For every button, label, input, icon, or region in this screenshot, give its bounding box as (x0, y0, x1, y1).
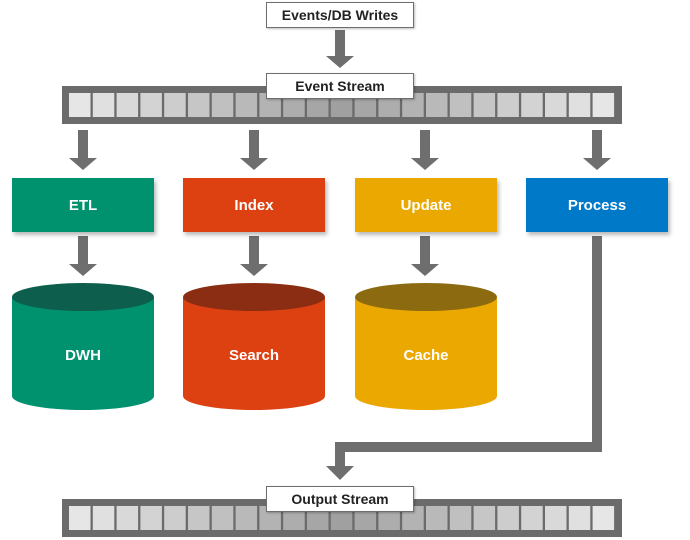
output-stream-cell (307, 506, 329, 530)
event-stream-cell (259, 93, 281, 117)
output-stream-cell (235, 506, 258, 530)
event-stream-cell (188, 93, 210, 117)
input-label: Events/DB Writes (266, 2, 414, 28)
flow-arrows (69, 30, 611, 480)
store-cylinder-body (183, 297, 325, 410)
event-stream-cell (449, 93, 472, 117)
store-cylinder-top (183, 283, 325, 311)
index-processor-label: Index (234, 196, 274, 214)
process-processor: Process (526, 178, 668, 232)
event-stream-cell (473, 93, 496, 117)
output-stream-cell (92, 506, 115, 530)
processor-to-store-arrow (240, 236, 268, 276)
store-cylinder-top (355, 283, 497, 311)
etl-processor: ETL (12, 178, 154, 232)
output-stream-cell (473, 506, 496, 530)
input-arrow (326, 30, 354, 68)
output-stream-label: Output Stream (266, 486, 414, 512)
processor-to-store-arrow (411, 236, 439, 276)
output-stream-cell (211, 506, 234, 530)
event-stream-cell (235, 93, 258, 117)
update-processor-label: Update (400, 196, 452, 214)
data-stores (12, 283, 497, 410)
stream-to-processor-arrow (411, 130, 439, 170)
event-stream-cell (497, 93, 519, 117)
stream-to-processor-arrow (240, 130, 268, 170)
update-processor: Update (355, 178, 497, 232)
processor-to-store-arrow (69, 236, 97, 276)
output-stream-cell (521, 506, 543, 530)
event-stream-cell (354, 93, 377, 117)
event-stream-cell (521, 93, 543, 117)
event-stream-cell (116, 93, 139, 117)
event-stream-label: Event Stream (266, 73, 414, 99)
event-stream-cell (211, 93, 234, 117)
dwh-store-label: DWH (65, 347, 101, 364)
output-stream-cell (449, 506, 472, 530)
output-stream-cell (402, 506, 424, 530)
output-stream-cell (259, 506, 281, 530)
stream-to-processor-arrow (69, 130, 97, 170)
store-cylinder-body (355, 297, 497, 410)
event-stream-cell (307, 93, 329, 117)
output-stream-cell (354, 506, 377, 530)
output-stream-cell (330, 506, 353, 530)
event-stream-cell (330, 93, 353, 117)
store-cylinder-body (12, 297, 154, 410)
output-stream-cell (188, 506, 210, 530)
event-stream-cell (568, 93, 591, 117)
store-cylinder-top (12, 283, 154, 311)
event-stream-cell (140, 93, 162, 117)
output-stream-cell (426, 506, 448, 530)
search-store-label: Search (228, 347, 280, 364)
event-stream-cell (69, 93, 91, 117)
output-stream-bar (62, 499, 622, 537)
event-stream-cell (592, 93, 615, 117)
output-stream-cell (568, 506, 591, 530)
output-stream-cell (592, 506, 615, 530)
stream-to-processor-arrow (583, 130, 611, 170)
event-stream-cell (164, 93, 186, 117)
index-processor: Index (183, 178, 325, 232)
output-stream-cell (69, 506, 91, 530)
process-processor-label: Process (567, 196, 627, 214)
event-stream-cell (545, 93, 567, 117)
output-stream-cell (497, 506, 519, 530)
output-stream-cell (164, 506, 186, 530)
output-stream-cell (378, 506, 400, 530)
event-stream-cell (426, 93, 448, 117)
output-stream-cell (116, 506, 139, 530)
etl-processor-label: ETL (68, 196, 98, 214)
event-stream-cell (378, 93, 400, 117)
event-stream-cell (283, 93, 305, 117)
event-stream-cell (402, 93, 424, 117)
event-stream-cell (92, 93, 115, 117)
output-stream-cell (545, 506, 567, 530)
output-stream-cell (140, 506, 162, 530)
cache-store-label: Cache (403, 347, 449, 364)
output-stream-cell (283, 506, 305, 530)
